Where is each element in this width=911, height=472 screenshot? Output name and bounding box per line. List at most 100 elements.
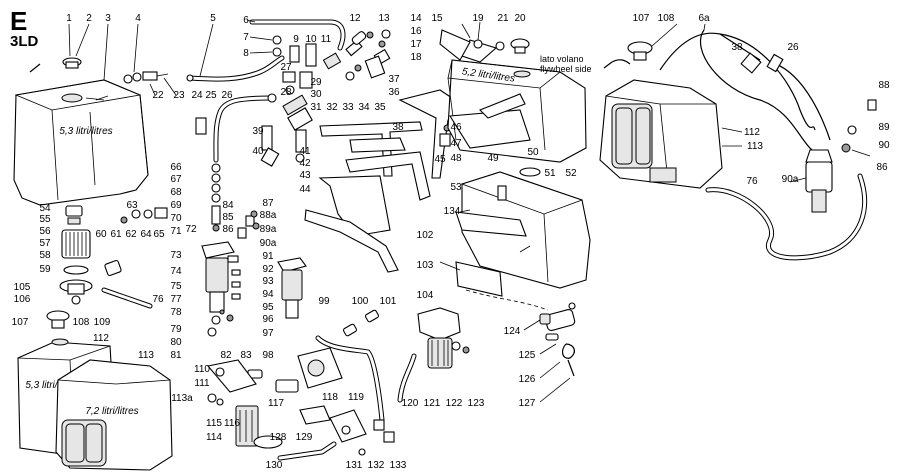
callout-71: 70 <box>170 213 182 224</box>
callout-23: 23 <box>173 90 185 101</box>
callout-15: 15 <box>431 13 443 24</box>
callout-125: 124 <box>504 326 521 337</box>
callout-30: 30 <box>310 89 322 100</box>
callout-87-right: 86 <box>876 162 888 173</box>
callout-61: 60 <box>95 229 107 240</box>
flywheel-side-it: lato volano <box>540 54 584 64</box>
left-tank-capacity: 5,3 litri/litres <box>59 126 112 137</box>
callout-1: 1 <box>66 13 72 24</box>
callout-59: 58 <box>39 250 51 261</box>
callout-27: 27 <box>280 62 292 73</box>
callout-10: 10 <box>305 34 317 45</box>
filter-105-122 <box>417 307 470 369</box>
callout-46: 45 <box>434 154 446 165</box>
callout-45: 44 <box>299 184 311 195</box>
callout-74: 73 <box>170 250 182 261</box>
callout-26-right: 26 <box>787 42 799 53</box>
return-line-6 <box>249 19 346 51</box>
callout-97: 96 <box>262 314 274 325</box>
callout-101: 100 <box>352 296 369 307</box>
callout-40: 39 <box>252 126 264 137</box>
callout-90: 89a <box>260 224 277 235</box>
callout-96: 95 <box>262 302 274 313</box>
callout-34: 34 <box>358 102 370 113</box>
callout-41: 40 <box>252 146 264 157</box>
callout-14: 14 <box>410 13 422 24</box>
callout-9: 9 <box>293 34 299 45</box>
right-tank-113 <box>599 41 723 189</box>
callout-92: 91 <box>262 251 274 262</box>
callout-56: 55 <box>39 214 51 225</box>
callout-118: 117 <box>268 398 284 409</box>
callout-94: 93 <box>262 276 274 287</box>
callout-65: 64 <box>140 229 152 240</box>
callout-86: 85 <box>222 212 234 223</box>
callout-135: 134 <box>444 206 461 217</box>
callout-82: 81 <box>170 350 182 361</box>
callout-53: 52 <box>565 168 577 179</box>
callout-50: 49 <box>487 153 499 164</box>
callout-120: 119 <box>348 392 364 403</box>
callout-133: 132 <box>368 460 385 471</box>
callout-49: 48 <box>450 153 462 164</box>
callout-93: 92 <box>262 264 274 275</box>
callout-80: 79 <box>170 324 182 335</box>
callout-60: 59 <box>39 264 51 275</box>
callout-105: 104 <box>417 290 434 301</box>
callout-13: 13 <box>378 13 390 24</box>
injection-pipe-26 <box>195 93 277 163</box>
callout-19: 19 <box>472 13 484 24</box>
callout-123: 122 <box>446 398 463 409</box>
fittings-12-18 <box>345 29 391 81</box>
callout-73: 72 <box>185 224 197 235</box>
callout-102: 101 <box>380 296 397 307</box>
callout-72: 71 <box>170 226 182 237</box>
callout-88a: 88 <box>878 80 890 91</box>
callout-79: 78 <box>170 307 182 318</box>
callout-113-top: 112 <box>744 127 760 138</box>
callout-134: 133 <box>390 460 407 471</box>
callout-113a-top: 113 <box>747 141 763 152</box>
left-fuel-tank: 5,3 litri/litres <box>13 57 149 206</box>
callout-44: 43 <box>299 170 311 181</box>
leader-lines <box>68 19 871 403</box>
callout-28: 28 <box>280 87 292 98</box>
callout-36: 36 <box>388 87 400 98</box>
callout-70: 69 <box>170 200 182 211</box>
parts-111-134 <box>206 347 395 461</box>
callout-7: 7 <box>243 32 249 43</box>
fittings-61-66 <box>104 207 168 277</box>
line-77-left <box>101 287 153 309</box>
callout-132: 131 <box>346 460 363 471</box>
callout-24: 24 <box>191 90 203 101</box>
callout-111: 110 <box>194 364 210 375</box>
cap-108-bottom <box>46 310 70 329</box>
callout-5: 5 <box>210 13 216 24</box>
lines-99-121 <box>247 309 417 423</box>
callout-43: 42 <box>299 158 311 169</box>
callout-128: 127 <box>519 398 536 409</box>
callout-88: 87 <box>262 198 274 209</box>
callout-37: 37 <box>388 74 400 85</box>
callout-103: 102 <box>417 230 434 241</box>
callout-109-top: 108 <box>658 13 675 24</box>
callout-95: 94 <box>262 289 274 300</box>
callout-108-top: 107 <box>633 13 650 24</box>
callout-91-right: 90a <box>782 174 799 185</box>
callout-81: 80 <box>170 337 182 348</box>
callout-78: 77 <box>170 294 182 305</box>
callout-106: 105 <box>14 282 31 293</box>
callout-20: 20 <box>514 13 526 24</box>
callout-6a: 6a <box>698 13 710 24</box>
callout-69: 68 <box>170 187 182 198</box>
callout-42: 41 <box>299 146 311 157</box>
callout-100: 99 <box>318 296 330 307</box>
injection-pump-67-98 <box>201 163 307 337</box>
bottom-small-tank-capacity: 5,3 litri/litres <box>25 380 78 391</box>
callout-89: 88a <box>260 210 277 221</box>
callout-119: 118 <box>322 392 338 403</box>
callout-31: 31 <box>310 102 322 113</box>
bottom-tank-large: 7,2 litri/litres <box>55 359 173 471</box>
callout-76: 75 <box>170 281 182 292</box>
callout-91-left: 90a <box>260 238 277 249</box>
